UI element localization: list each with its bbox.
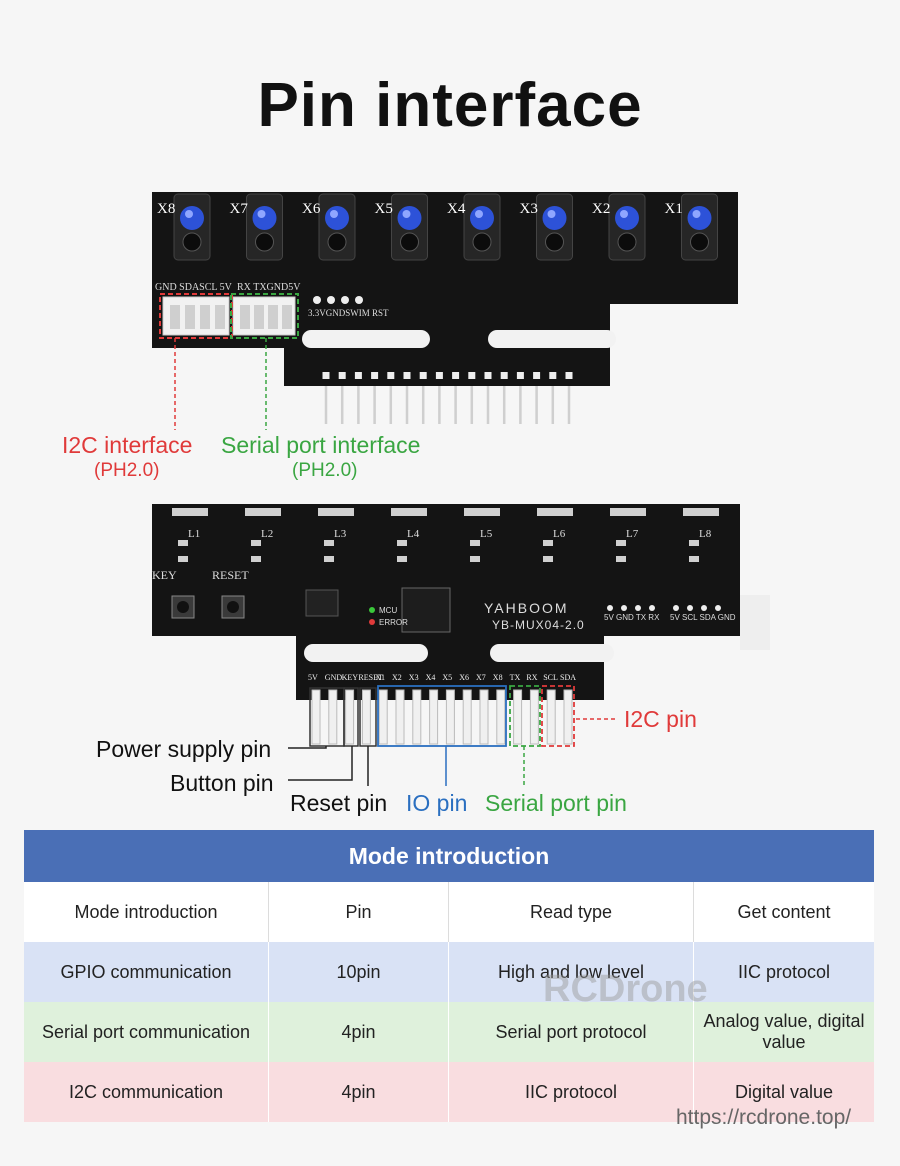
watermark: RCDrone xyxy=(543,968,708,1010)
top-leader-lines xyxy=(174,338,267,430)
pin-label: TX xyxy=(509,673,521,682)
col-header: Mode introduction xyxy=(24,882,269,942)
channel-label: X7 xyxy=(229,201,248,217)
pin-label: RESET xyxy=(358,673,383,682)
led-label: L7 xyxy=(626,528,639,540)
mcu-label: MCU xyxy=(379,606,398,615)
io-pin-label: IO pin xyxy=(406,790,468,816)
channel-label: X4 xyxy=(447,201,466,217)
table-cell: 4pin xyxy=(269,1062,449,1122)
pin-label: X1 xyxy=(375,673,385,682)
col-header: Read type xyxy=(449,882,694,942)
top-serial-header-label: RX TXGND5V xyxy=(237,282,301,293)
button-pin-label: Button pin xyxy=(170,770,274,796)
led-label: L5 xyxy=(480,528,493,540)
i2c-pin-label: I2C pin xyxy=(624,706,697,732)
model-label: YB-MUX04-2.0 xyxy=(492,618,585,632)
pin-label: X8 xyxy=(492,673,503,682)
ir-sensor xyxy=(318,193,356,261)
table-row: Serial port communication 4pin Serial po… xyxy=(24,1002,874,1062)
led-label: L4 xyxy=(407,528,420,540)
i2c-interface-sub: (PH2.0) xyxy=(94,460,160,481)
table-cell: IIC protocol xyxy=(737,961,831,982)
serial-port-pin-label: Serial port pin xyxy=(485,790,627,816)
table-cell: Digital value xyxy=(734,1081,834,1102)
ir-sensor xyxy=(608,193,646,261)
brand-label: YAHBOOM xyxy=(484,600,569,616)
led-label: L8 xyxy=(699,528,712,540)
led-label: L6 xyxy=(553,528,566,540)
pin-label: X7 xyxy=(476,673,486,682)
pin-label: KEY xyxy=(341,673,359,682)
reset-label: RESET xyxy=(212,568,249,582)
led-label: L2 xyxy=(261,528,274,540)
source-url: https://rcdrone.top/ xyxy=(676,1106,852,1129)
table-cell: I2C communication xyxy=(24,1062,269,1122)
bottom-board-image xyxy=(152,504,770,747)
serial-interface-label: Serial port interface xyxy=(221,432,421,458)
i2c-interface-label: I2C interface xyxy=(62,432,193,458)
table-row: GPIO communication 10pin High and low le… xyxy=(24,942,874,1002)
table-cell: 10pin xyxy=(269,942,449,1002)
ir-sensor xyxy=(246,193,283,261)
key-label: KEY xyxy=(152,568,177,582)
page-title: Pin interface xyxy=(257,71,643,140)
pin-label: X3 xyxy=(408,673,419,682)
table-cell: GPIO communication xyxy=(24,942,269,1002)
table-cell: 4pin xyxy=(269,1002,449,1062)
i2c-header-text: 5V SCL SDA GND xyxy=(670,613,736,622)
swim-label: 3.3VGNDSWIM RST xyxy=(308,308,389,318)
ir-sensor xyxy=(681,193,718,261)
table-cell: Analog value, digital value xyxy=(703,1011,865,1052)
table-cell: IIC protocol xyxy=(449,1062,694,1122)
power-supply-pin-label: Power supply pin xyxy=(96,736,272,762)
mode-table: Mode introduction Mode introduction Pin … xyxy=(24,830,874,1122)
table-cell: Serial port communication xyxy=(24,1002,269,1062)
top-i2c-header-label: GND SDASCL 5V xyxy=(155,282,232,293)
pin-label: 5V xyxy=(308,673,318,682)
serial-header-text: 5V GND TX RX xyxy=(604,613,660,622)
ir-sensor xyxy=(536,193,573,261)
ir-sensor xyxy=(391,193,428,261)
led-label: L3 xyxy=(334,528,347,540)
pin-label: X4 xyxy=(425,673,436,682)
col-header: Get content xyxy=(737,901,831,922)
channel-label: X6 xyxy=(302,201,321,217)
pin-label: RX xyxy=(526,673,538,682)
bottom-leader-lines xyxy=(288,718,616,786)
pin-label: GND xyxy=(324,673,343,682)
channel-label: X8 xyxy=(157,201,176,217)
pin-label: X6 xyxy=(459,673,469,682)
col-header: Pin xyxy=(269,882,449,942)
table-title: Mode introduction xyxy=(24,830,874,882)
pin-label: X2 xyxy=(392,673,402,682)
channel-label: X2 xyxy=(592,201,611,217)
ir-sensor xyxy=(463,193,501,261)
error-label: ERROR xyxy=(379,618,408,627)
channel-label: X5 xyxy=(374,201,393,217)
serial-interface-sub: (PH2.0) xyxy=(292,460,358,481)
table-cell: High and low level xyxy=(449,942,694,1002)
channel-label: X1 xyxy=(664,201,683,217)
pin-label: SCL xyxy=(543,673,558,682)
table-row: I2C communication 4pin IIC protocol Digi… xyxy=(24,1062,874,1122)
ir-sensor xyxy=(173,193,211,261)
table-header-row: Mode introduction Pin Read type Get cont… xyxy=(24,882,874,942)
pin-label: X5 xyxy=(442,673,453,682)
led-label: L1 xyxy=(188,528,201,540)
top-board-image xyxy=(152,192,738,424)
pin-label: SDA xyxy=(560,673,577,682)
channel-label: X3 xyxy=(519,201,538,217)
table-cell: Serial port protocol xyxy=(449,1002,694,1062)
reset-pin-label: Reset pin xyxy=(290,790,388,816)
